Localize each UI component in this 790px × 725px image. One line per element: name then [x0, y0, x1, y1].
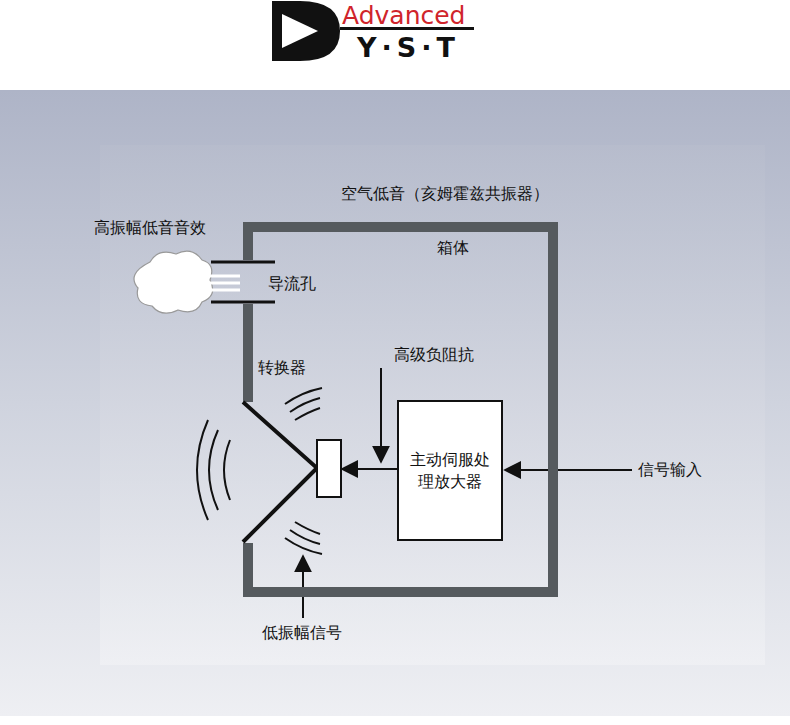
driver-label: 转换器	[258, 358, 306, 378]
leader-arrows	[303, 368, 632, 618]
amplifier-box: 主动伺服处理放大器	[397, 400, 503, 541]
cabinet-heading: 空气低音（亥姆霍兹共振器）	[341, 184, 549, 204]
cabinet-label: 箱体	[437, 238, 469, 258]
sound-label: 高振幅低音音效	[94, 218, 206, 238]
port-label: 导流孔	[268, 274, 316, 294]
air-flow	[196, 276, 240, 290]
logo-brand: Y·S·T	[357, 31, 460, 65]
sound-waves	[197, 388, 322, 554]
amplifier-text: 主动伺服处理放大器	[407, 449, 493, 492]
logo-word: Advanced	[342, 0, 466, 31]
signal-label: 低振幅信号	[262, 623, 342, 643]
panel	[0, 90, 790, 716]
input-label: 信号输入	[638, 460, 702, 480]
impedance-label: 高级负阻抗	[394, 345, 474, 365]
